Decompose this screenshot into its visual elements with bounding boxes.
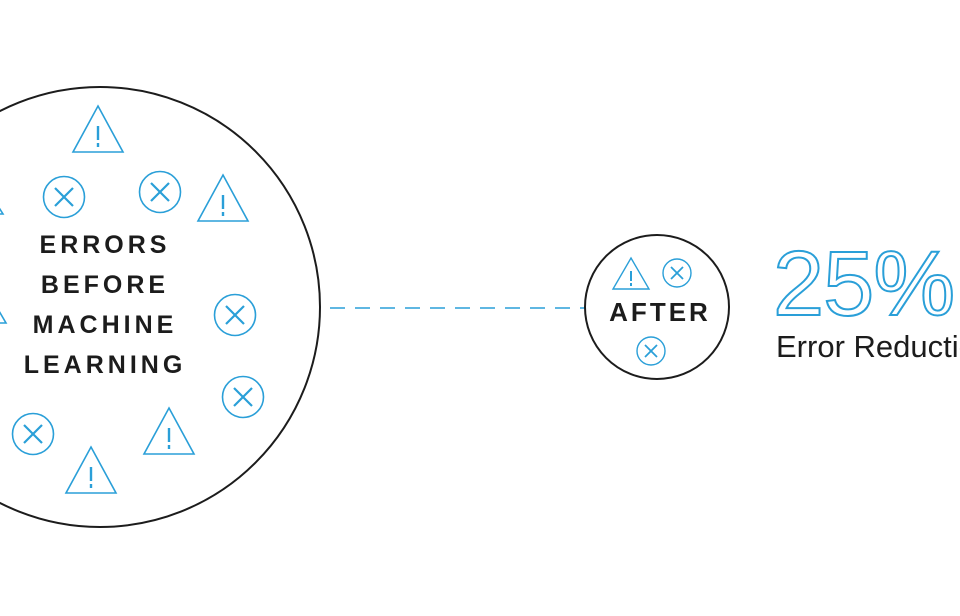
x-circle-icon bbox=[42, 175, 86, 219]
reduction-percentage: 25% bbox=[772, 233, 956, 335]
before-label-line-2: BEFORE bbox=[40, 271, 170, 299]
before-label-line-3: MACHINE bbox=[32, 311, 178, 339]
warning-icon bbox=[71, 104, 125, 153]
x-circle-icon bbox=[138, 170, 182, 214]
before-circle bbox=[0, 86, 321, 528]
x-circle-icon bbox=[636, 336, 666, 366]
warning-icon bbox=[142, 406, 196, 455]
x-circle-icon bbox=[662, 258, 692, 288]
warning-icon bbox=[196, 173, 250, 222]
warning-icon bbox=[611, 256, 651, 290]
after-label: AFTER bbox=[609, 297, 711, 327]
x-circle-icon bbox=[11, 412, 55, 456]
reduction-caption: Error Reduction bbox=[776, 329, 960, 364]
before-label-line-1: ERRORS bbox=[39, 231, 171, 259]
before-label-line-4: LEARNING bbox=[23, 351, 187, 379]
warning-icon bbox=[64, 445, 118, 494]
warning-icon bbox=[0, 207, 8, 324]
x-circle-icon bbox=[221, 375, 265, 419]
x-circle-icon bbox=[213, 293, 257, 337]
after-circle bbox=[584, 234, 730, 380]
